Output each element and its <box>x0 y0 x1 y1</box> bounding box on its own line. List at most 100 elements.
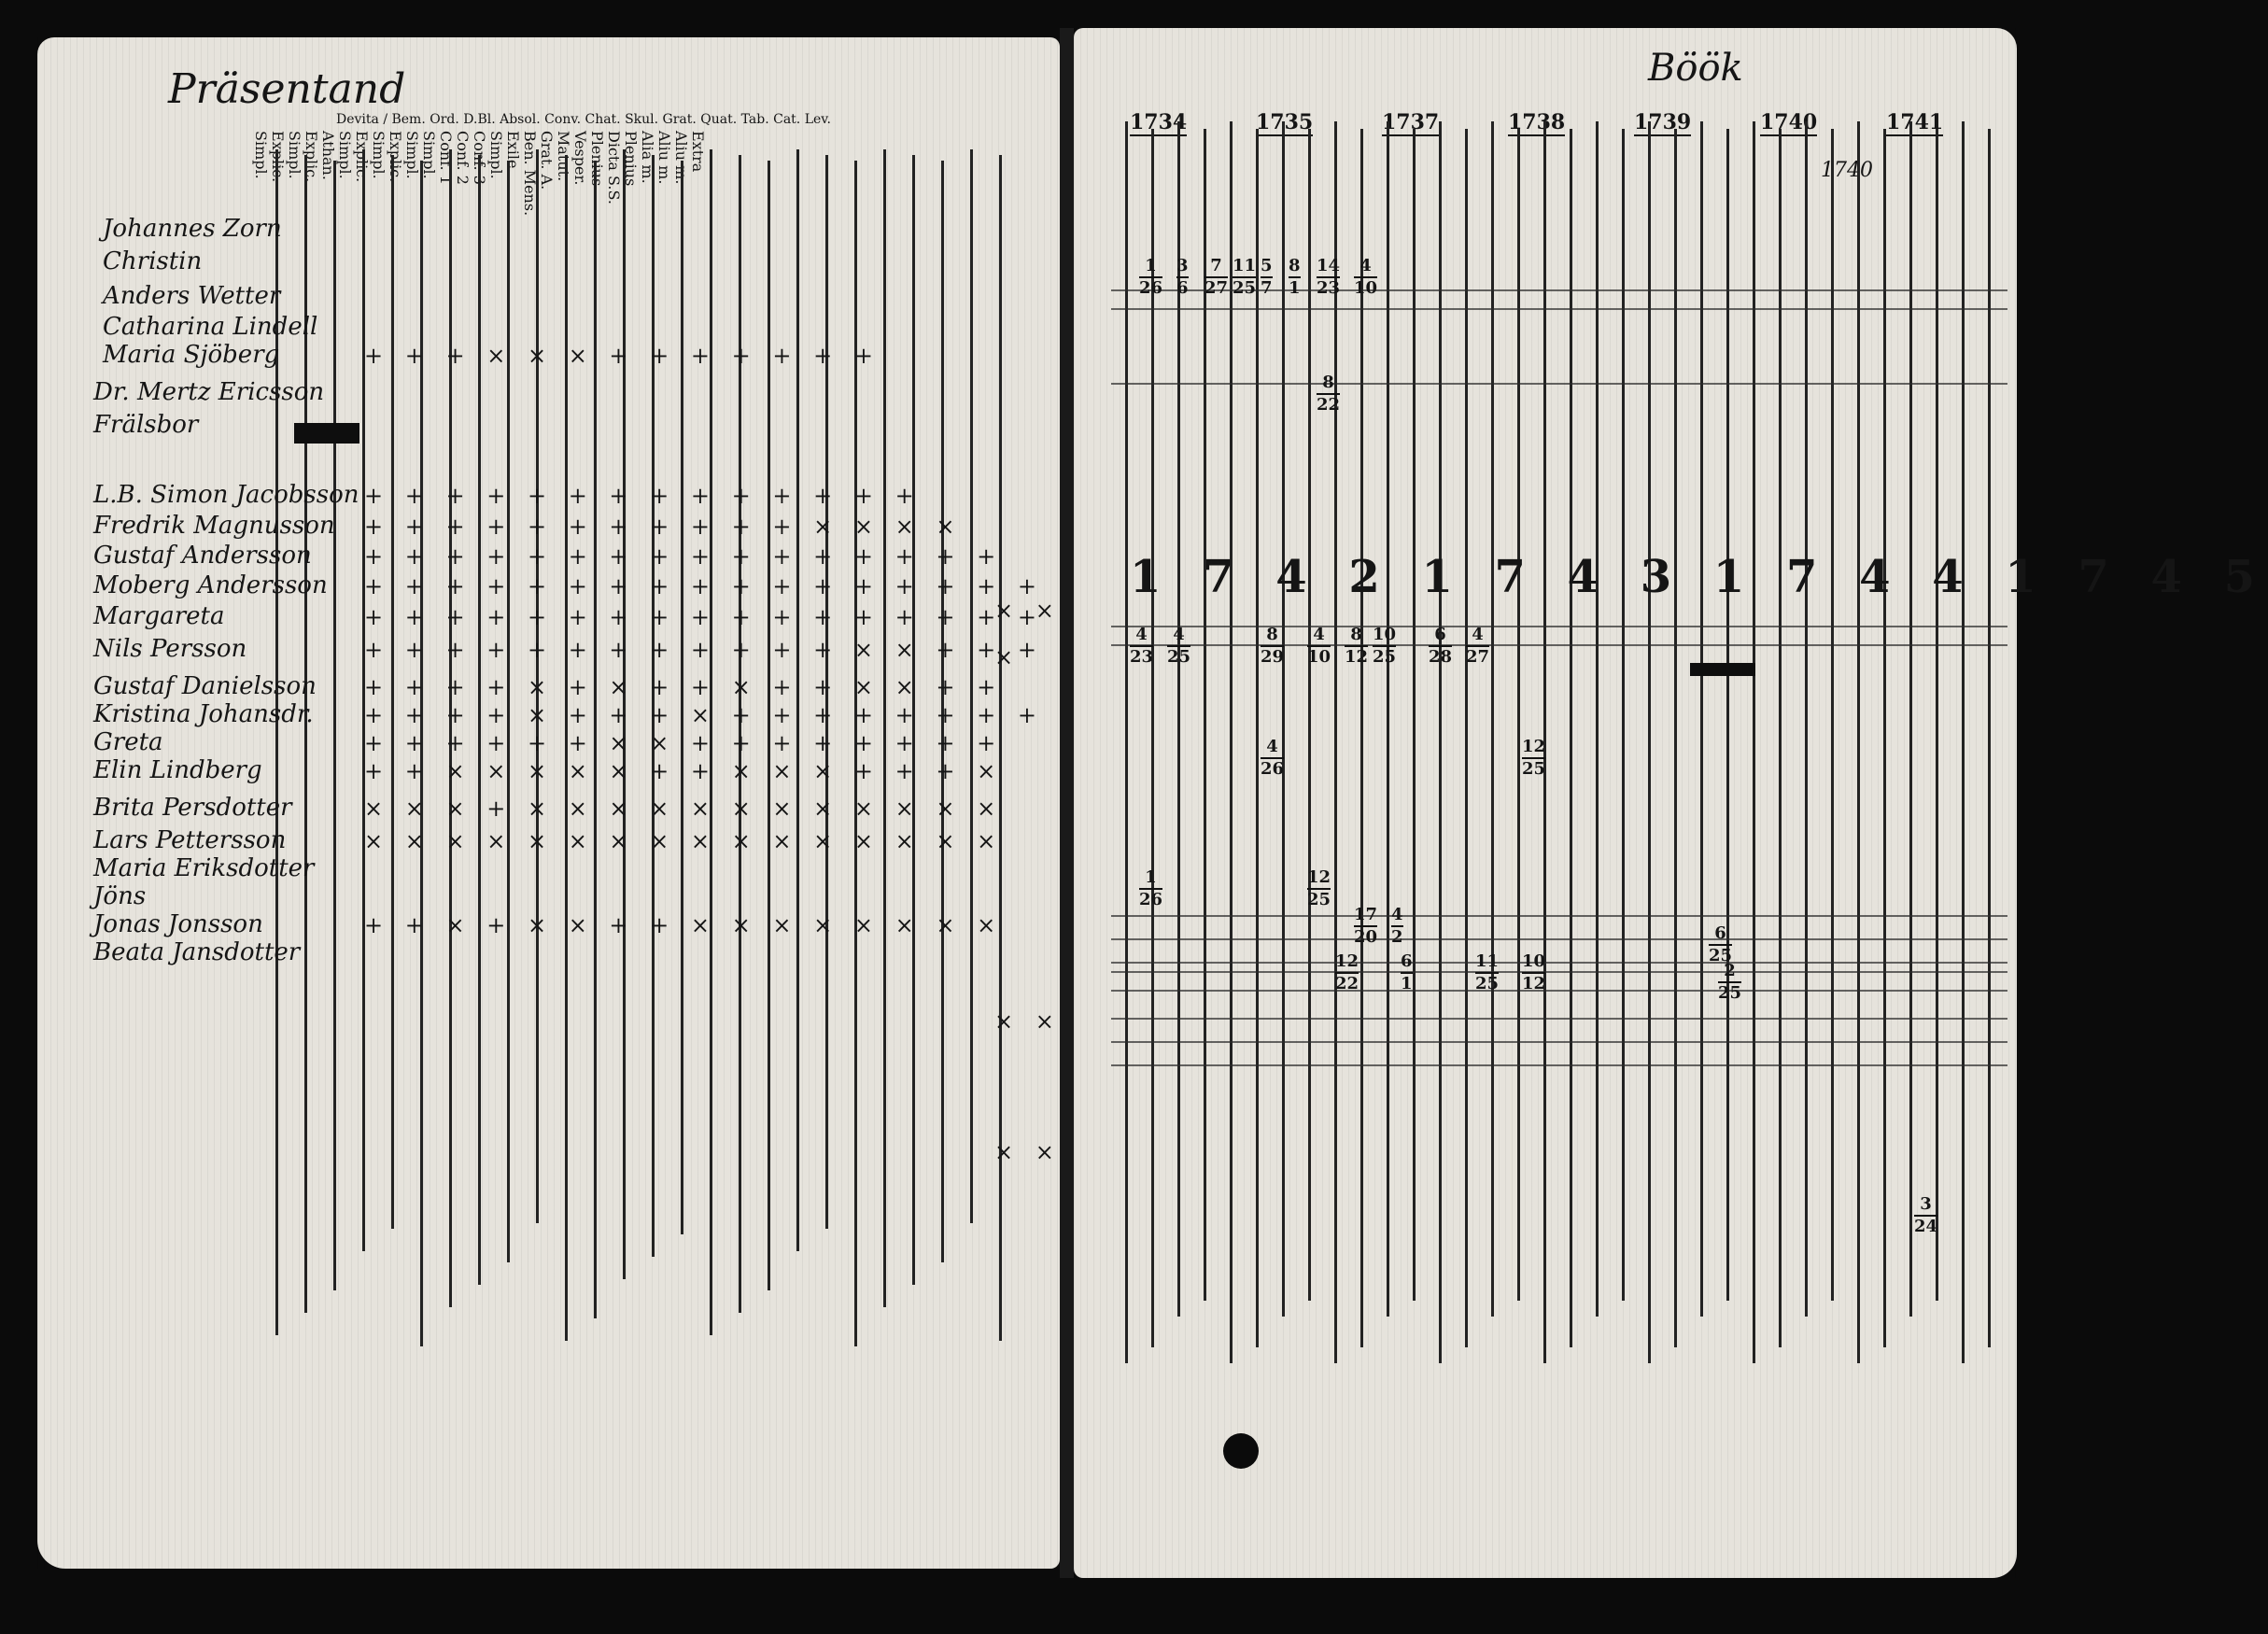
fraction-numerator: 5 <box>1261 256 1273 275</box>
right-ledger-page: Böök 1740 1734173517371738173917401741 1… <box>1074 28 2255 1578</box>
fraction-numerator: 8 <box>1266 625 1278 644</box>
column-rule <box>883 149 886 1307</box>
member-name: Maria Eriksdotter <box>93 854 315 882</box>
fraction-denominator: 27 <box>1204 278 1229 298</box>
column-header: Simpl. <box>487 131 505 179</box>
fraction-bar <box>1261 276 1273 278</box>
member-name: Christin <box>103 247 203 275</box>
fraction-numerator: 11 <box>1475 951 1500 971</box>
column-header: Aliu m. <box>655 131 673 185</box>
fraction-numerator: 8 <box>1289 256 1301 275</box>
column-header: Matut. <box>555 131 572 182</box>
column-rule <box>275 149 278 1335</box>
fraction-numerator: 10 <box>1373 625 1397 644</box>
fraction-numerator: 4 <box>1313 625 1325 644</box>
fraction-bar <box>1204 276 1229 278</box>
header-top-line: Devita / Bem. Ord. D.Bl. Absol. Conv. Ch… <box>336 112 831 127</box>
member-name: Beata Jansdotter <box>93 938 301 966</box>
fraction-numerator: 10 <box>1522 951 1546 971</box>
fraction-numerator: 4 <box>1135 625 1148 644</box>
fraction-denominator: 26 <box>1139 278 1163 298</box>
column-rule <box>1282 121 1285 1317</box>
column-rule <box>1360 129 1363 1347</box>
fraction-denominator: 22 <box>1335 974 1359 993</box>
edge-mark: × <box>994 644 1021 670</box>
member-name: L.B. Simon Jacobsson <box>93 481 359 509</box>
attendance-marks: + + × + × × + + × × × × × × × × <box>364 912 1004 938</box>
column-rule <box>304 155 307 1313</box>
fraction-denominator: 6 <box>1176 278 1189 298</box>
row-rule <box>1111 626 2007 627</box>
fraction-bar <box>1317 276 1341 278</box>
column-header: Ben. Mens. <box>521 131 539 217</box>
row-rule <box>1111 289 2007 291</box>
attendance-marks: + + + + × + + + × + + + + + + + + <box>364 702 1044 728</box>
fraction-denominator: 1 <box>1289 278 1301 298</box>
fraction-denominator: 10 <box>1307 647 1331 667</box>
column-header: Plenius <box>622 131 640 187</box>
fraction-numerator: 12 <box>1307 867 1331 887</box>
attendance-marks: + + + + + + + + + + + + + + + + + <box>364 573 1044 599</box>
fraction-denominator: 25 <box>1718 983 1742 1003</box>
member-name: Margareta <box>93 602 225 630</box>
column-header: Explic. <box>353 131 371 182</box>
fraction-bar <box>1335 972 1359 974</box>
column-header: Aliu m. <box>672 131 690 185</box>
row-rule <box>1111 644 2007 646</box>
fraction-denominator: 7 <box>1261 278 1273 298</box>
column-header: Simpl. <box>286 131 303 179</box>
fraction-numerator: 12 <box>1335 951 1359 971</box>
fraction-numerator: 14 <box>1317 256 1341 275</box>
attendance-marks: + + + + + + + + + + + × × × × <box>364 514 963 540</box>
fraction-denominator: 20 <box>1354 927 1378 947</box>
fraction-bar <box>1176 276 1189 278</box>
fraction-denominator: 25 <box>1373 647 1397 667</box>
fraction-denominator: 28 <box>1429 647 1453 667</box>
column-header: Simpl. <box>403 131 421 179</box>
fraction-numerator: 4 <box>1266 737 1278 756</box>
column-rule <box>391 155 394 1229</box>
column-rule <box>1491 121 1494 1317</box>
ink-blot <box>294 423 359 444</box>
fraction-denominator: 26 <box>1139 890 1163 909</box>
column-rule <box>1570 129 1572 1347</box>
column-rule <box>362 149 365 1251</box>
fraction-bar <box>1914 1215 1938 1217</box>
column-rule <box>1883 129 1886 1347</box>
row-rule <box>1111 1018 2007 1020</box>
column-rule <box>1387 121 1389 1317</box>
fraction-denominator: 25 <box>1233 278 1257 298</box>
column-rule <box>1151 129 1154 1347</box>
fraction-denominator: 27 <box>1466 647 1490 667</box>
member-name: Moberg Andersson <box>93 571 328 599</box>
page-title: Präsentand <box>168 65 406 113</box>
column-rule <box>1543 121 1546 1363</box>
fraction-denominator: 25 <box>1167 647 1191 667</box>
column-header: Extra <box>689 131 707 173</box>
column-rule <box>1962 121 1965 1363</box>
fraction-bar <box>1307 645 1331 647</box>
column-rule <box>1909 121 1912 1317</box>
fraction-numerator: 3 <box>1920 1194 1932 1214</box>
fraction-bar <box>1130 645 1154 647</box>
large-year-digits: 1 7 4 2 1 7 4 3 1 7 4 4 1 7 4 5 <box>1130 551 2268 603</box>
year-header: 1737 <box>1382 110 1440 136</box>
member-name: Gustaf Andersson <box>93 542 312 570</box>
left-ledger-page: Präsentand Devita / Bem. Ord. D.Bl. Abso… <box>37 37 1060 1569</box>
fraction-bar <box>1354 925 1378 927</box>
column-header: Simpl. <box>252 131 270 179</box>
row-rule <box>1111 1041 2007 1043</box>
member-name: Johannes Zorn <box>103 215 282 243</box>
member-name: Dr. Mertz Ericsson <box>93 378 325 406</box>
